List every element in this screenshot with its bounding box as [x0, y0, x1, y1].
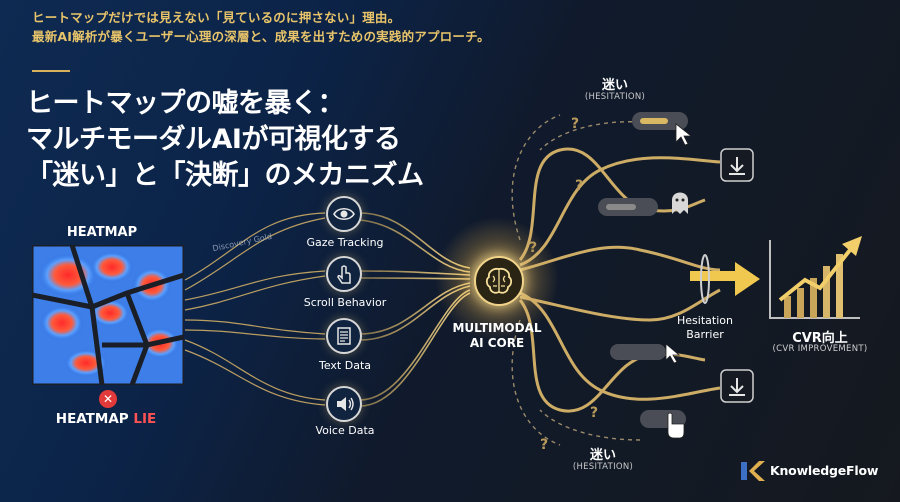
barrier-line-1: Hesitation [677, 314, 733, 327]
cvr-label: CVR向上 [792, 331, 848, 346]
heatmap-lie-word: LIE [133, 411, 157, 427]
question-mark-icon: ? [529, 240, 538, 256]
ai-core-node [474, 256, 524, 306]
headline-line-2: マルチモーダルAIが可視化する [26, 124, 401, 155]
ai-core-label: MULTIMODAL AI CORE [437, 321, 557, 351]
headline-line-1: ヒートマップの嘘を暴く： [26, 88, 345, 119]
pointer-hand-icon [326, 256, 362, 292]
heatmap-lie-prefix: HEATMAP [55, 411, 134, 427]
heatmap-title: HEATMAP [66, 225, 138, 240]
headline: ヒートマップの嘘を暴く： マルチモーダルAIが可視化する 「迷い」と「決断」のメ… [26, 86, 446, 194]
eye-icon [326, 196, 362, 232]
accent-divider [32, 70, 70, 72]
hesitation-bottom-sublabel: (HESITATION) [572, 462, 634, 472]
headline-line-3: 「迷い」と「決断」のメカニズム [26, 160, 424, 191]
subtitle: ヒートマップだけでは見えない「見ているのに押さない」理由。 最新AI解析が暴くユ… [32, 8, 552, 46]
source-label-text: Text Data [318, 359, 371, 372]
document-icon [326, 318, 362, 354]
question-mark-icon: ? [540, 437, 549, 453]
heatmap-lie-label: HEATMAP LIE [36, 411, 176, 427]
hesitation-top-sublabel: (HESITATION) [584, 92, 646, 102]
source-label-voice: Voice Data [315, 424, 375, 437]
ai-core-line-2: AI CORE [469, 336, 525, 350]
source-label-gaze: Gaze Tracking [306, 236, 384, 249]
source-label-scroll: Scroll Behavior [303, 296, 387, 309]
tap-button [640, 410, 686, 439]
hesitation-top-label: 迷い [601, 78, 628, 93]
question-mark-icon: ? [590, 405, 599, 421]
question-mark-icon: ? [571, 116, 580, 132]
speaker-icon [326, 386, 362, 422]
hesitation-bottom-label: 迷い [589, 448, 616, 463]
brain-icon [485, 267, 513, 294]
download-icon [720, 148, 754, 182]
barrier-line-2: Barrier [686, 328, 724, 341]
hover-button-top [632, 112, 693, 146]
subtitle-line-2: 最新AI解析が暴くユーザー心理の深層と、成果を出すための実践的アプローチ。 [32, 29, 490, 44]
heatmap-image [32, 245, 184, 385]
hesitation-barrier-label: Hesitation Barrier [655, 314, 755, 342]
question-mark-icon: ? [575, 178, 584, 194]
hover-button-lower [610, 343, 681, 364]
download-icon [720, 369, 754, 403]
ai-core-line-1: MULTIMODAL [452, 321, 542, 335]
brand-name: KnowledgeFlow [770, 463, 879, 478]
knowledgeflow-logo-icon [737, 458, 767, 484]
close-icon: ✕ [99, 390, 117, 408]
ghost-button [598, 192, 688, 216]
rising-chart-icon [769, 236, 862, 319]
subtitle-line-1: ヒートマップだけでは見えない「見ているのに押さない」理由。 [32, 10, 401, 25]
cvr-sublabel: (CVR IMPROVEMENT) [772, 344, 868, 354]
